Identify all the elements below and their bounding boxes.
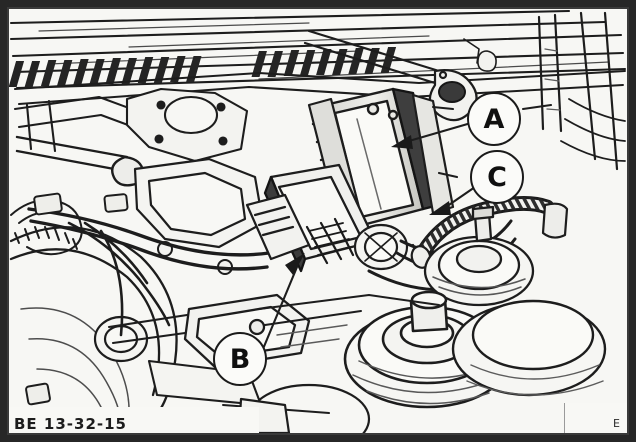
corner-mark-background [564,403,627,433]
caption-background [9,407,259,433]
callout-a: A [467,92,521,146]
callout-b-label: B [229,343,251,375]
callout-a-label: A [483,103,505,135]
callout-c-label: C [487,161,507,193]
callout-b: B [213,332,267,386]
callout-c: C [470,150,524,204]
figure-caption: BE 13-32-15 [14,415,127,433]
technical-illustration [9,9,627,433]
page-corner-mark: E [613,417,620,430]
